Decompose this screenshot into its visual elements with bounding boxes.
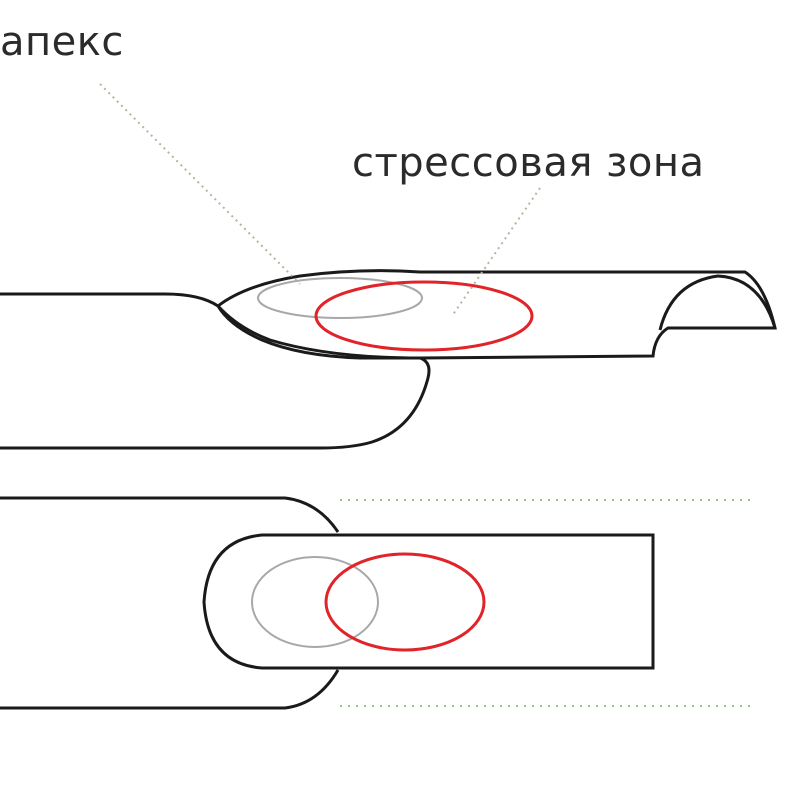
finger-top-outline-lower [0, 669, 340, 710]
apex-ellipse-side [257, 277, 423, 319]
stress-ellipse-side [314, 280, 534, 352]
side-view [0, 269, 777, 450]
leader-lines [99, 83, 541, 317]
nail-top-plate [202, 533, 655, 670]
apex-ellipse-top [251, 556, 379, 648]
top-view [0, 496, 752, 710]
apex-leader-line [99, 83, 301, 285]
stress-zone-label: стрессовая зона [352, 140, 705, 186]
stress-leader-line [451, 187, 541, 317]
finger-top-outline [0, 496, 340, 533]
apex-label: апекс [0, 19, 124, 65]
stress-ellipse-top [324, 552, 486, 652]
nail-tip-curve [658, 274, 777, 331]
